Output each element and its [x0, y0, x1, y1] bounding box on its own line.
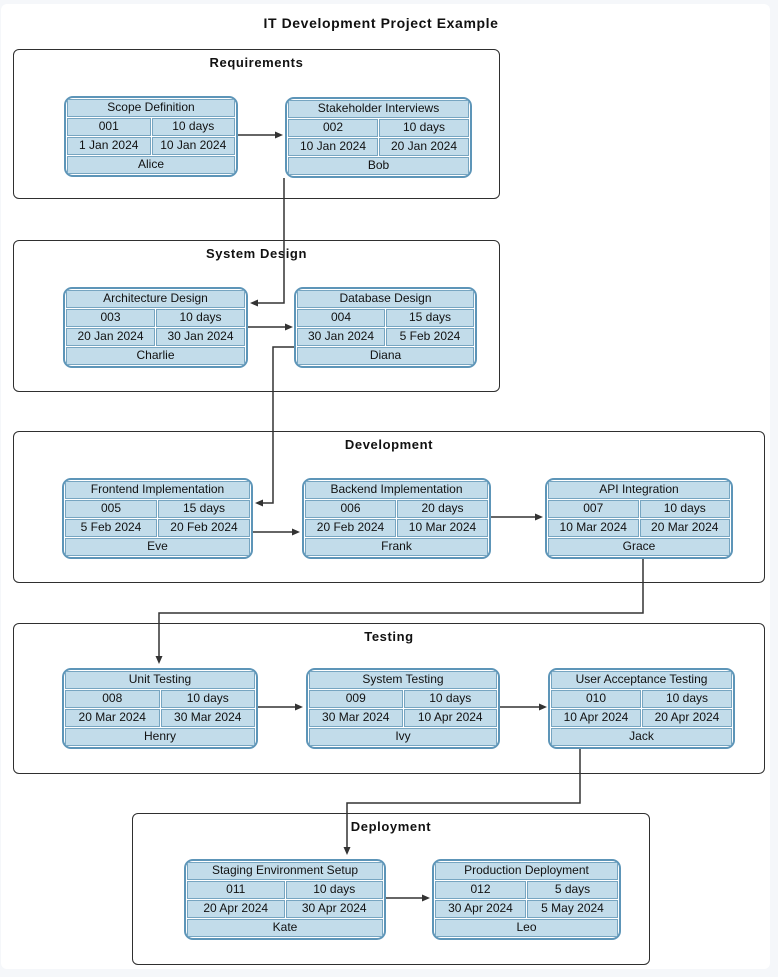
task-start-date: 10 Mar 2024	[548, 519, 639, 537]
section-label: Requirements	[209, 55, 304, 70]
task-end-date: 20 Jan 2024	[379, 138, 469, 156]
task-end-date: 5 Feb 2024	[386, 328, 474, 346]
task-card-scope-definition: Scope Definition 001 10 days 1 Jan 2024 …	[64, 96, 238, 177]
task-start-date: 20 Jan 2024	[66, 328, 155, 346]
task-end-date: 20 Mar 2024	[639, 519, 730, 537]
task-id: 003	[66, 309, 155, 327]
diagram-title: IT Development Project Example	[263, 15, 499, 31]
task-name: Backend Implementation	[305, 481, 488, 499]
section-label: Development	[344, 437, 434, 452]
task-duration: 10 days	[642, 690, 732, 708]
task-start-date: 30 Mar 2024	[309, 709, 403, 727]
task-assignee: Grace	[548, 538, 730, 556]
task-duration: 10 days	[403, 690, 497, 708]
task-card-architecture-design: Architecture Design 003 10 days 20 Jan 2…	[63, 287, 248, 368]
section-label: Testing	[364, 629, 414, 644]
task-card-frontend-implementation: Frontend Implementation 005 15 days 5 Fe…	[62, 478, 253, 559]
task-name: Frontend Implementation	[65, 481, 250, 499]
task-start-date: 20 Feb 2024	[305, 519, 396, 537]
task-duration: 20 days	[397, 500, 488, 518]
task-duration: 10 days	[151, 118, 235, 136]
task-name: Production Deployment	[435, 862, 618, 880]
task-card-database-design: Database Design 004 15 days 30 Jan 2024 …	[294, 287, 477, 368]
section-label: System Design	[205, 246, 307, 261]
task-duration: 10 days	[160, 690, 255, 708]
task-card-stakeholder-interviews: Stakeholder Interviews 002 10 days 10 Ja…	[285, 97, 472, 178]
task-assignee: Henry	[65, 728, 255, 746]
task-name: Scope Definition	[67, 99, 235, 117]
task-end-date: 10 Mar 2024	[397, 519, 488, 537]
task-assignee: Frank	[305, 538, 488, 556]
task-duration: 15 days	[386, 309, 474, 327]
task-start-date: 20 Mar 2024	[65, 709, 160, 727]
task-start-date: 10 Apr 2024	[551, 709, 641, 727]
task-card-production-deployment: Production Deployment 012 5 days 30 Apr …	[432, 859, 621, 940]
task-end-date: 10 Apr 2024	[403, 709, 497, 727]
task-id: 011	[187, 881, 285, 899]
task-name: Unit Testing	[65, 671, 255, 689]
task-duration: 10 days	[156, 309, 245, 327]
task-start-date: 1 Jan 2024	[67, 137, 151, 155]
section-requirements: Requirements	[13, 49, 500, 199]
task-card-system-testing: System Testing 009 10 days 30 Mar 2024 1…	[306, 668, 500, 749]
task-duration: 10 days	[285, 881, 383, 899]
task-card-user-acceptance-testing: User Acceptance Testing 010 10 days 10 A…	[548, 668, 735, 749]
task-id: 005	[65, 500, 157, 518]
task-id: 001	[67, 118, 151, 136]
task-assignee: Diana	[297, 347, 474, 365]
task-card-staging-environment-setup: Staging Environment Setup 011 10 days 20…	[184, 859, 386, 940]
task-card-unit-testing: Unit Testing 008 10 days 20 Mar 2024 30 …	[62, 668, 258, 749]
task-name: User Acceptance Testing	[551, 671, 732, 689]
task-end-date: 5 May 2024	[527, 900, 618, 918]
task-start-date: 30 Jan 2024	[297, 328, 385, 346]
task-duration: 10 days	[379, 119, 469, 137]
task-id: 006	[305, 500, 396, 518]
section-label: Deployment	[350, 819, 432, 834]
task-id: 004	[297, 309, 385, 327]
task-end-date: 20 Apr 2024	[642, 709, 732, 727]
task-name: System Testing	[309, 671, 497, 689]
task-end-date: 20 Feb 2024	[158, 519, 250, 537]
task-id: 010	[551, 690, 641, 708]
task-assignee: Kate	[187, 919, 383, 937]
task-assignee: Charlie	[66, 347, 245, 365]
task-end-date: 30 Jan 2024	[156, 328, 245, 346]
task-duration: 15 days	[158, 500, 250, 518]
task-name: Database Design	[297, 290, 474, 308]
task-assignee: Leo	[435, 919, 618, 937]
task-id: 002	[288, 119, 378, 137]
task-assignee: Bob	[288, 157, 469, 175]
task-card-api-integration: API Integration 007 10 days 10 Mar 2024 …	[545, 478, 733, 559]
task-card-backend-implementation: Backend Implementation 006 20 days 20 Fe…	[302, 478, 491, 559]
task-assignee: Eve	[65, 538, 250, 556]
task-name: Architecture Design	[66, 290, 245, 308]
task-id: 008	[65, 690, 160, 708]
task-start-date: 10 Jan 2024	[288, 138, 378, 156]
task-id: 009	[309, 690, 403, 708]
task-id: 012	[435, 881, 526, 899]
task-assignee: Jack	[551, 728, 732, 746]
task-duration: 10 days	[639, 500, 730, 518]
task-assignee: Ivy	[309, 728, 497, 746]
task-name: API Integration	[548, 481, 730, 499]
task-end-date: 30 Mar 2024	[160, 709, 255, 727]
task-assignee: Alice	[67, 156, 235, 174]
task-duration: 5 days	[527, 881, 618, 899]
task-end-date: 30 Apr 2024	[285, 900, 383, 918]
task-name: Stakeholder Interviews	[288, 100, 469, 118]
task-name: Staging Environment Setup	[187, 862, 383, 880]
task-start-date: 20 Apr 2024	[187, 900, 285, 918]
task-start-date: 5 Feb 2024	[65, 519, 157, 537]
task-start-date: 30 Apr 2024	[435, 900, 526, 918]
task-id: 007	[548, 500, 639, 518]
task-end-date: 10 Jan 2024	[151, 137, 235, 155]
